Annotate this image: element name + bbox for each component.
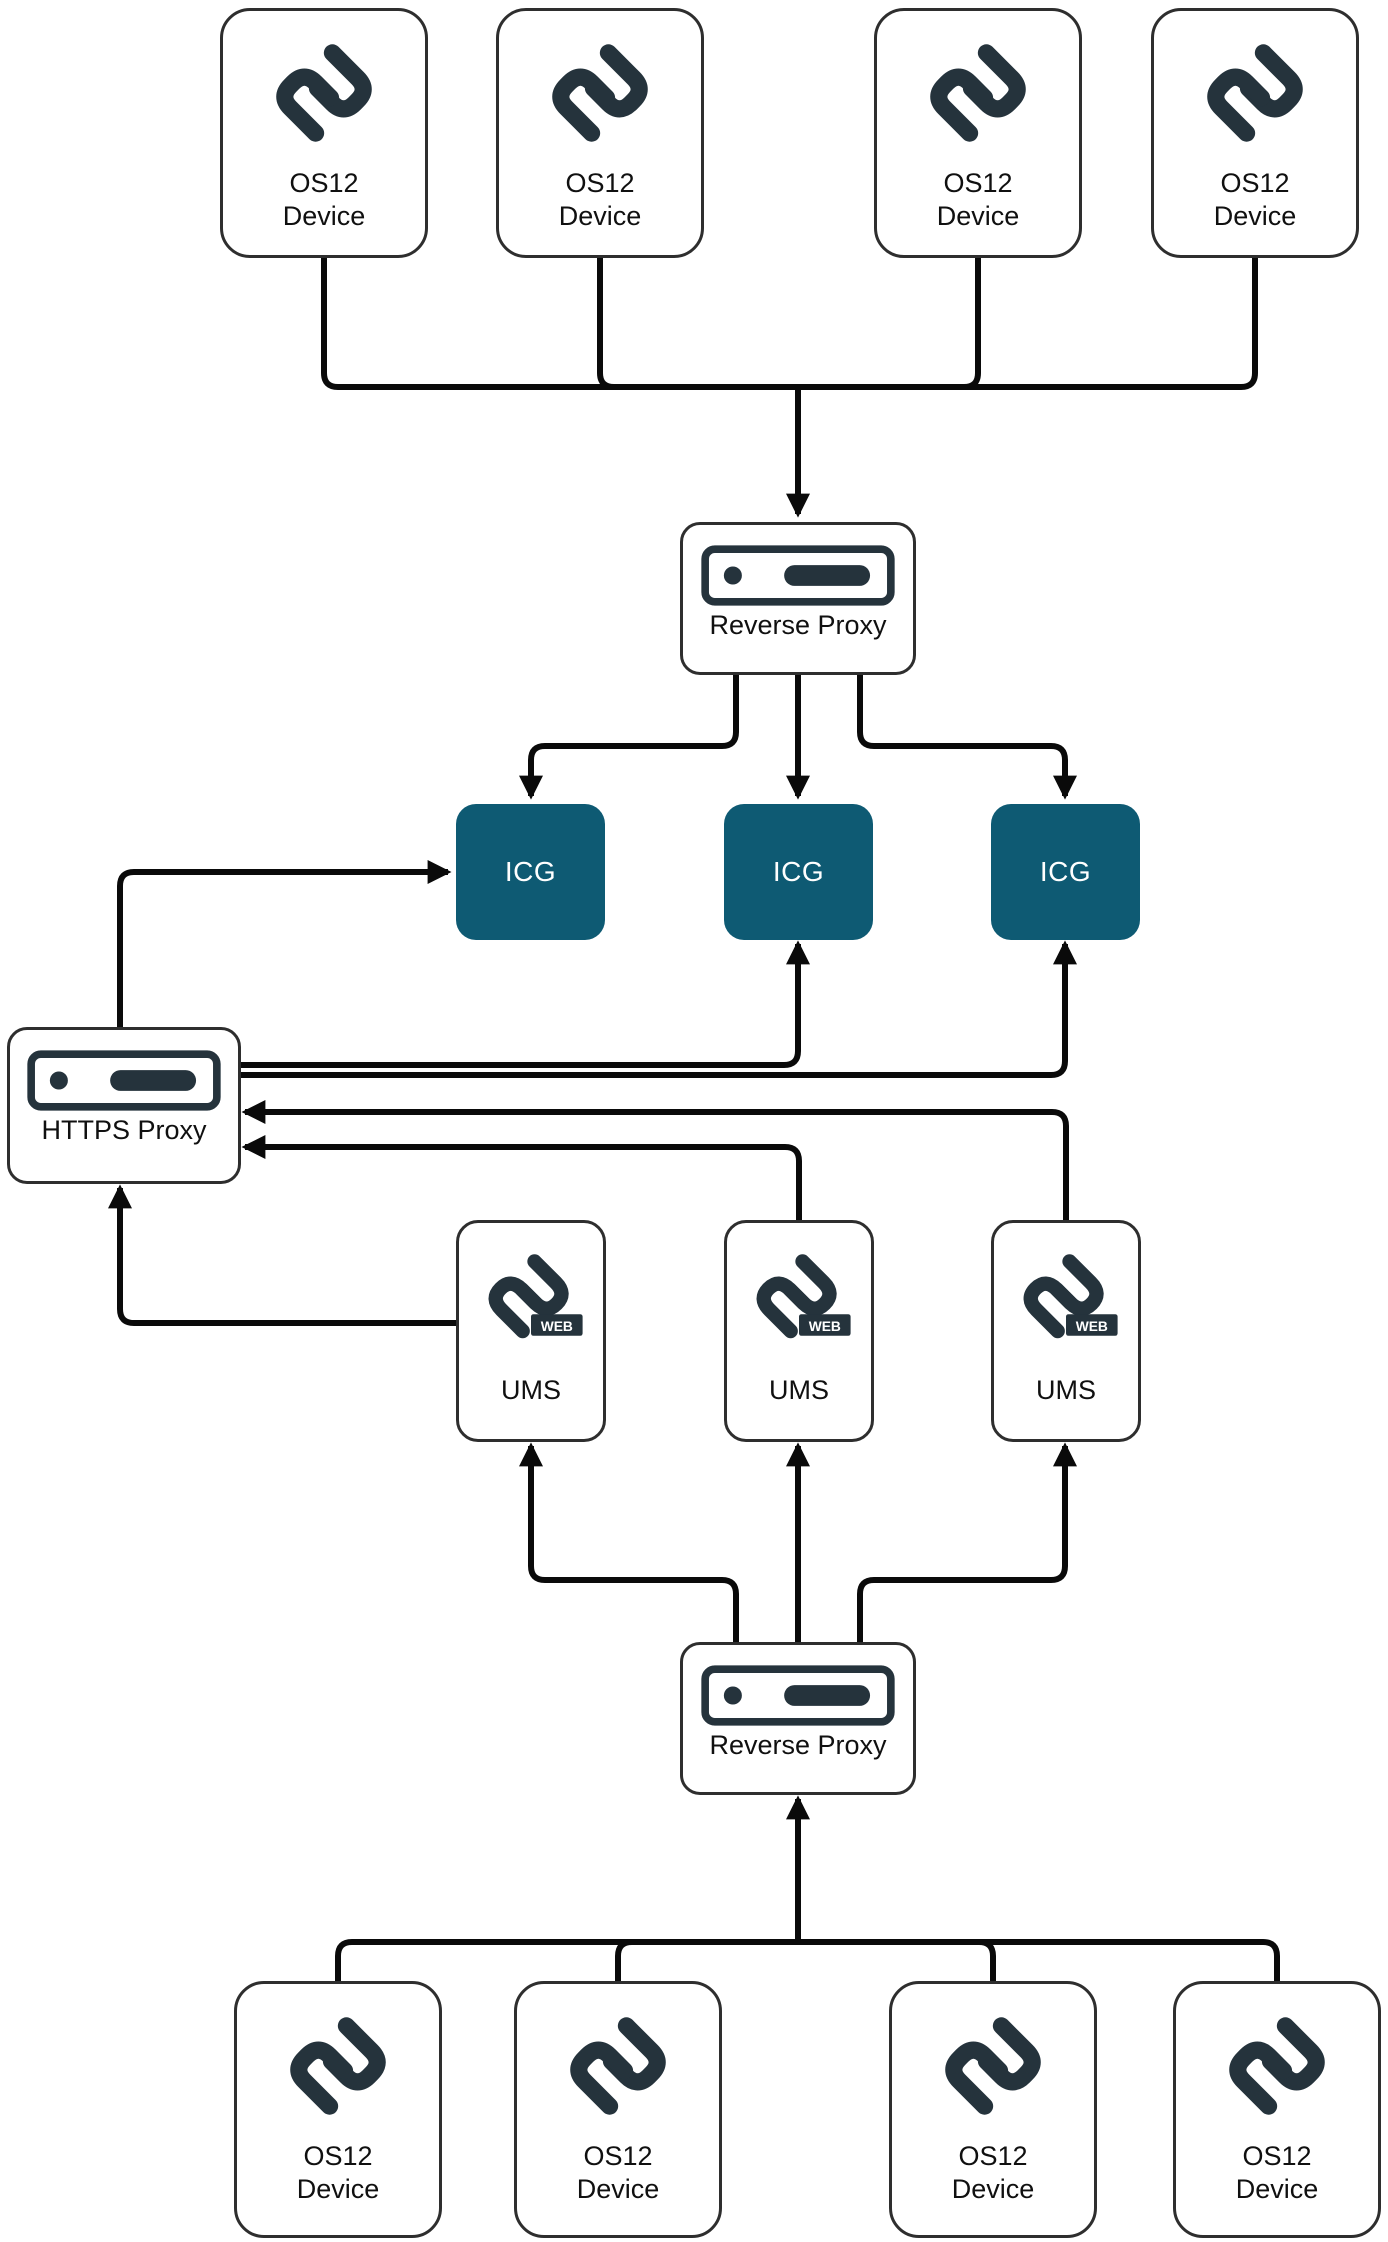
os12-device-node-top-3: OS12 Device xyxy=(874,8,1082,258)
edge-reverse-proxy-bottom-to-ums-1 xyxy=(519,1442,739,1642)
igel-os-logo-icon xyxy=(552,2000,684,2132)
os12-device-node-top-2: OS12 Device xyxy=(496,8,704,258)
device-label: OS12 Device xyxy=(1213,168,1297,231)
server-icon xyxy=(701,1665,895,1726)
igel-os-logo-icon xyxy=(534,27,666,159)
igel-os-logo-icon xyxy=(1189,27,1321,159)
device-label: OS12 Device xyxy=(576,2141,660,2204)
igel-os-logo-icon xyxy=(272,2000,404,2132)
ums-web-logo-icon xyxy=(1006,1241,1126,1361)
https-proxy-node: HTTPS Proxy xyxy=(7,1027,241,1184)
edge-https-proxy-to-icg-2 xyxy=(241,940,810,1068)
edge-bottom-device-3-bus xyxy=(798,1939,996,1981)
edge-ums-2-to-https-proxy xyxy=(241,1135,802,1220)
device-label: OS12 Device xyxy=(951,2141,1035,2204)
edge-https-proxy-to-icg-1 xyxy=(117,860,452,1027)
os12-device-node-top-4: OS12 Device xyxy=(1151,8,1359,258)
server-icon xyxy=(27,1050,221,1111)
device-label: OS12 Device xyxy=(282,168,366,231)
ums-label: UMS xyxy=(1036,1375,1096,1405)
ums-label: UMS xyxy=(769,1375,829,1405)
os12-device-node-bottom-1: OS12 Device xyxy=(234,1981,442,2238)
edge-bottom-device-1-bus xyxy=(335,1939,798,1981)
icg-label: ICG xyxy=(1039,856,1092,887)
device-label: OS12 Device xyxy=(296,2141,380,2204)
igel-os-logo-icon xyxy=(258,27,390,159)
https-proxy-label: HTTPS Proxy xyxy=(41,1115,207,1145)
os12-device-node-bottom-3: OS12 Device xyxy=(889,1981,1097,2238)
reverse-proxy-top-node: Reverse Proxy xyxy=(680,522,916,675)
ums-web-logo-icon xyxy=(739,1241,859,1361)
ums-label: UMS xyxy=(501,1375,561,1405)
reverse-proxy-label: Reverse Proxy xyxy=(709,610,887,640)
edge-top-device-1-bus xyxy=(321,258,798,390)
icg-label: ICG xyxy=(504,856,557,887)
ums-node-3: UMS xyxy=(991,1220,1141,1442)
icg-node-1: ICG xyxy=(456,804,605,940)
device-label: OS12 Device xyxy=(558,168,642,231)
igel-os-logo-icon xyxy=(927,2000,1059,2132)
edge-proxy-to-icg-3 xyxy=(857,675,1077,800)
edge-top-device-4-bus xyxy=(798,258,1258,390)
edge-https-proxy-to-icg-3 xyxy=(241,940,1077,1078)
icg-label: ICG xyxy=(772,856,825,887)
edge-bottom-device-2-bus xyxy=(615,1939,798,1981)
server-icon xyxy=(701,545,895,606)
os12-device-node-bottom-2: OS12 Device xyxy=(514,1981,722,2238)
igel-os-logo-icon xyxy=(912,27,1044,159)
igel-os-logo-icon xyxy=(1211,2000,1343,2132)
edge-ums-3-to-https-proxy xyxy=(241,1100,1069,1220)
edge-ums-1-to-https-proxy xyxy=(108,1184,456,1326)
edge-bottom-device-4-bus xyxy=(798,1939,1280,1981)
edge-top-device-3-bus xyxy=(798,258,981,390)
edge-top-device-2-bus xyxy=(597,258,798,390)
os12-device-node-bottom-4: OS12 Device xyxy=(1173,1981,1381,2238)
os12-device-node-top-1: OS12 Device xyxy=(220,8,428,258)
device-label: OS12 Device xyxy=(1235,2141,1319,2204)
icg-node-2: ICG xyxy=(724,804,873,940)
edge-reverse-proxy-bottom-to-ums-3 xyxy=(857,1442,1077,1642)
ums-web-logo-icon xyxy=(471,1241,591,1361)
edge-proxy-to-icg-1 xyxy=(519,675,739,800)
ums-node-1: UMS xyxy=(456,1220,606,1442)
reverse-proxy-bottom-node: Reverse Proxy xyxy=(680,1642,916,1795)
reverse-proxy-label: Reverse Proxy xyxy=(709,1730,887,1760)
icg-node-3: ICG xyxy=(991,804,1140,940)
device-label: OS12 Device xyxy=(936,168,1020,231)
ums-node-2: UMS xyxy=(724,1220,874,1442)
